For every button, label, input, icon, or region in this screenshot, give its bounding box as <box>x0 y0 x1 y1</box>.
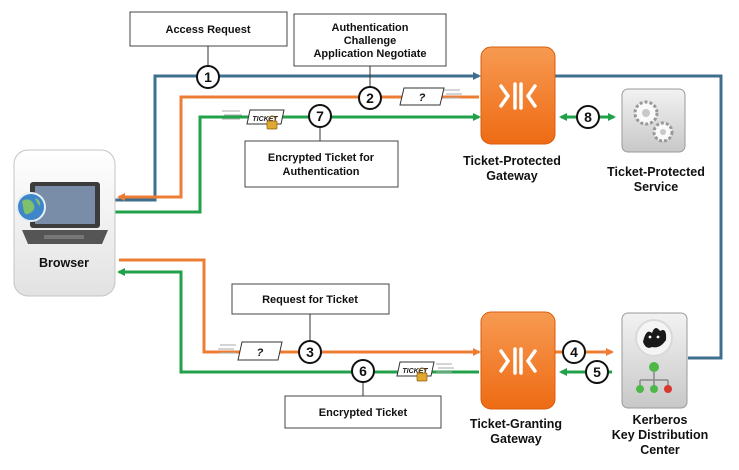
browser-node: Browser <box>13 149 116 297</box>
svg-text:3: 3 <box>306 344 314 360</box>
svg-text:5: 5 <box>593 364 601 380</box>
challenge-line <box>117 95 479 201</box>
encrypted-ticket-auth-box <box>244 140 399 188</box>
request-for-ticket-box <box>231 283 390 315</box>
kdc-node: Kerberos Key Distribution Center <box>612 312 709 457</box>
access-request-label: Access Request <box>166 24 251 36</box>
cerberus-icon <box>635 319 673 357</box>
ticket-token-icon: TICKET <box>222 109 285 130</box>
svg-text:2: 2 <box>366 90 374 106</box>
step-4-marker: 4 <box>562 340 586 364</box>
tp-service-label-2: Service <box>634 180 679 194</box>
kdc-label-1: Kerberos <box>633 413 688 427</box>
svg-text:6: 6 <box>359 363 367 379</box>
encrypted-ticket-label: Encrypted Ticket <box>319 407 408 419</box>
tg-gateway-node: Ticket-Granting Gateway <box>470 311 562 446</box>
ticket-token-icon: TICKET <box>396 361 454 382</box>
tp-gateway-label-1: Ticket-Protected <box>463 154 561 168</box>
svg-text:?: ? <box>257 347 264 359</box>
request-for-ticket-label: Request for Ticket <box>262 294 358 306</box>
svg-text:TICKET: TICKET <box>252 116 278 123</box>
tp-gateway-label-2: Gateway <box>486 169 537 183</box>
step-3-marker: 3 <box>298 340 322 364</box>
padlock-icon <box>416 372 428 382</box>
encrypted-ticket-box <box>284 395 442 429</box>
access-request-line <box>115 72 481 202</box>
request-ticket-line <box>119 258 481 356</box>
auth-challenge-box <box>293 13 447 67</box>
encrypted-ticket-auth-line-2: Authentication <box>283 166 360 178</box>
question-token-icon: ? <box>218 341 283 361</box>
question-token-icon: ? <box>399 87 462 106</box>
browser-label: Browser <box>39 256 89 270</box>
ticket-auth-line <box>115 113 481 214</box>
ticket-return-line <box>117 268 479 374</box>
step-2-marker: 2 <box>358 86 382 110</box>
kdc-label-2: Key Distribution <box>612 428 709 442</box>
padlock-icon <box>266 120 278 130</box>
step-6-marker: 6 <box>351 359 375 383</box>
tp-service-node: Ticket-Protected Service <box>607 88 705 194</box>
tp-gateway-node: Ticket-Protected Gateway <box>463 46 561 183</box>
step-5-marker: 5 <box>585 360 609 384</box>
encrypted-ticket-auth-line-1: Encrypted Ticket for <box>268 152 375 164</box>
access-request-box <box>129 11 288 47</box>
svg-text:7: 7 <box>316 108 324 124</box>
step-8-marker: 8 <box>576 105 600 129</box>
tg-gateway-label-2: Gateway <box>490 432 541 446</box>
svg-text:TICKET: TICKET <box>402 368 428 375</box>
auth-challenge-line-1: Authentication <box>332 22 409 34</box>
gateway-glyph-icon <box>499 347 537 375</box>
tg-gateway-label-1: Ticket-Granting <box>470 417 562 431</box>
step-1-marker: 1 <box>196 65 220 89</box>
kdc-label-3: Center <box>640 443 680 457</box>
tp-gateway-icon <box>480 46 556 145</box>
svg-text:8: 8 <box>584 109 592 125</box>
globe-icon <box>16 192 46 222</box>
gears-icon <box>633 100 674 143</box>
step-7-marker: 7 <box>308 104 332 128</box>
auth-challenge-line-3: Application Negotiate <box>313 48 426 60</box>
gateway-glyph-icon <box>499 82 537 110</box>
tg-gateway-icon <box>480 311 556 410</box>
svg-text:1: 1 <box>204 69 212 85</box>
network-nodes-icon <box>636 362 672 393</box>
gateway-to-kdc-line <box>553 74 723 360</box>
svg-text:?: ? <box>419 92 426 104</box>
svg-text:4: 4 <box>570 344 578 360</box>
auth-challenge-line-2: Challenge <box>344 35 397 47</box>
tp-service-label-1: Ticket-Protected <box>607 165 705 179</box>
